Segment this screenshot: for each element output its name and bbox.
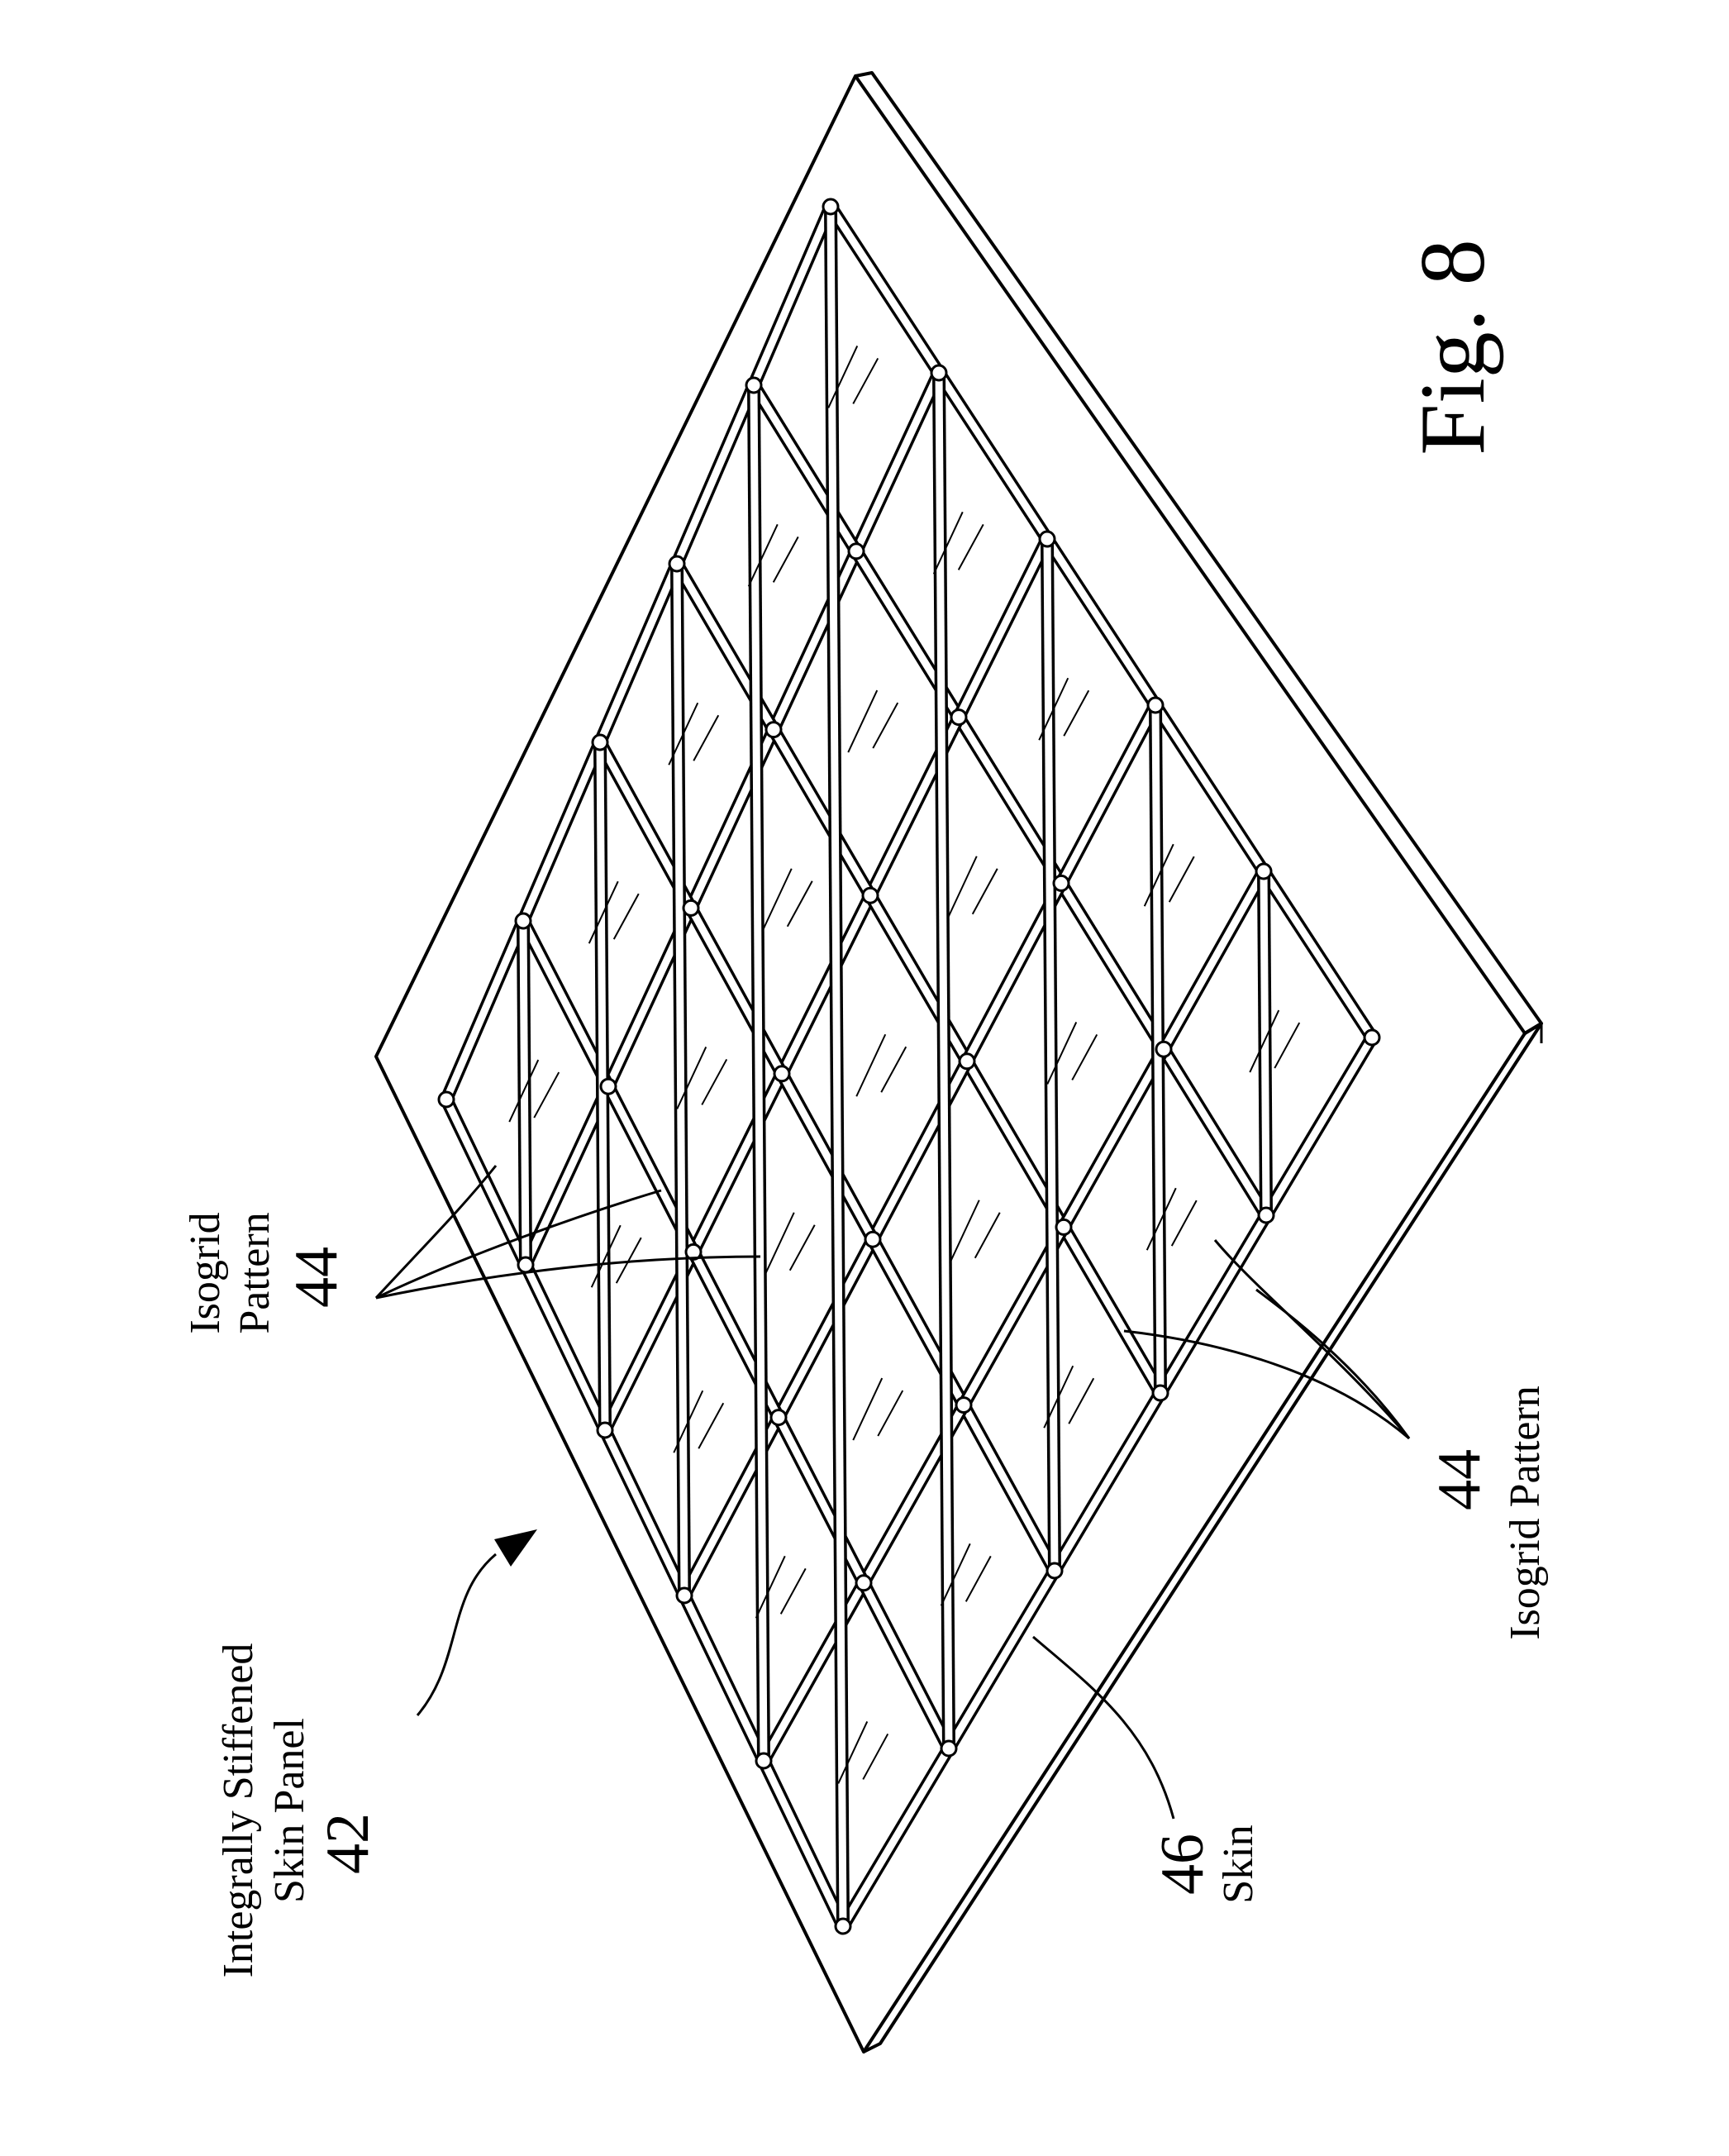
arrowhead-42 bbox=[494, 1529, 537, 1567]
isogrid-left-label-line1: Isogrid bbox=[182, 1212, 229, 1333]
rib-node bbox=[1259, 1208, 1274, 1223]
rib-node bbox=[593, 735, 607, 750]
callout-44-right: 44 Isogrid Pattern bbox=[1426, 1386, 1549, 1640]
panel-reference-number: 42 bbox=[314, 1813, 382, 1874]
isogrid-left-reference-number: 44 bbox=[283, 1247, 350, 1308]
callout-44-left: Isogrid Pattern 44 bbox=[182, 1212, 350, 1333]
rib-node bbox=[823, 199, 838, 214]
rib-node bbox=[756, 1753, 771, 1768]
rib-node bbox=[1156, 1042, 1171, 1057]
rib-node bbox=[1056, 1219, 1071, 1234]
rib-node bbox=[1153, 1386, 1168, 1400]
rib-node bbox=[1148, 698, 1163, 713]
rib-node bbox=[746, 378, 761, 393]
rib-node bbox=[669, 556, 684, 571]
skin-label: Skin bbox=[1215, 1824, 1262, 1903]
callout-42: Integrally Stiffened Skin Panel 42 bbox=[215, 1643, 382, 1978]
rib-node bbox=[1365, 1030, 1379, 1045]
rib-node bbox=[601, 1079, 616, 1094]
rib-node bbox=[1040, 532, 1055, 546]
rib-node bbox=[951, 710, 966, 725]
rib-node bbox=[439, 1092, 454, 1107]
rib-node bbox=[941, 1741, 956, 1756]
rib-node bbox=[931, 365, 946, 380]
rib-node bbox=[865, 1232, 880, 1247]
rib-node bbox=[856, 1576, 871, 1591]
rib-node bbox=[849, 544, 864, 559]
isogrid-left-label-line2: Pattern bbox=[231, 1212, 279, 1333]
rib-node bbox=[1047, 1563, 1062, 1578]
panel-label-line2: Skin Panel bbox=[266, 1718, 313, 1903]
skin-reference-number: 46 bbox=[1149, 1834, 1217, 1895]
rib-node bbox=[836, 1919, 850, 1934]
rib-node bbox=[516, 913, 531, 928]
rib-node bbox=[960, 1054, 974, 1069]
panel-label-line1: Integrally Stiffened bbox=[215, 1643, 262, 1978]
isogrid-right-label: Isogrid Pattern bbox=[1502, 1386, 1549, 1640]
rib-node bbox=[677, 1588, 692, 1603]
figure-number: Fig. 8 bbox=[1402, 239, 1504, 455]
rib-node bbox=[771, 1410, 786, 1425]
rib-node bbox=[598, 1423, 612, 1438]
rib-node bbox=[518, 1257, 533, 1272]
rib-node bbox=[766, 723, 781, 737]
figure-caption: Fig. 8 bbox=[1402, 239, 1504, 455]
rib-node bbox=[684, 900, 698, 915]
rib-node bbox=[1054, 875, 1069, 890]
rib-node bbox=[863, 888, 878, 903]
rib-node bbox=[1256, 864, 1271, 879]
callout-46: 46 Skin bbox=[1149, 1824, 1262, 1903]
leader-42 bbox=[417, 1554, 496, 1715]
isogrid-right-reference-number: 44 bbox=[1426, 1449, 1493, 1510]
rib-node bbox=[956, 1398, 971, 1413]
rib-node bbox=[774, 1066, 789, 1081]
